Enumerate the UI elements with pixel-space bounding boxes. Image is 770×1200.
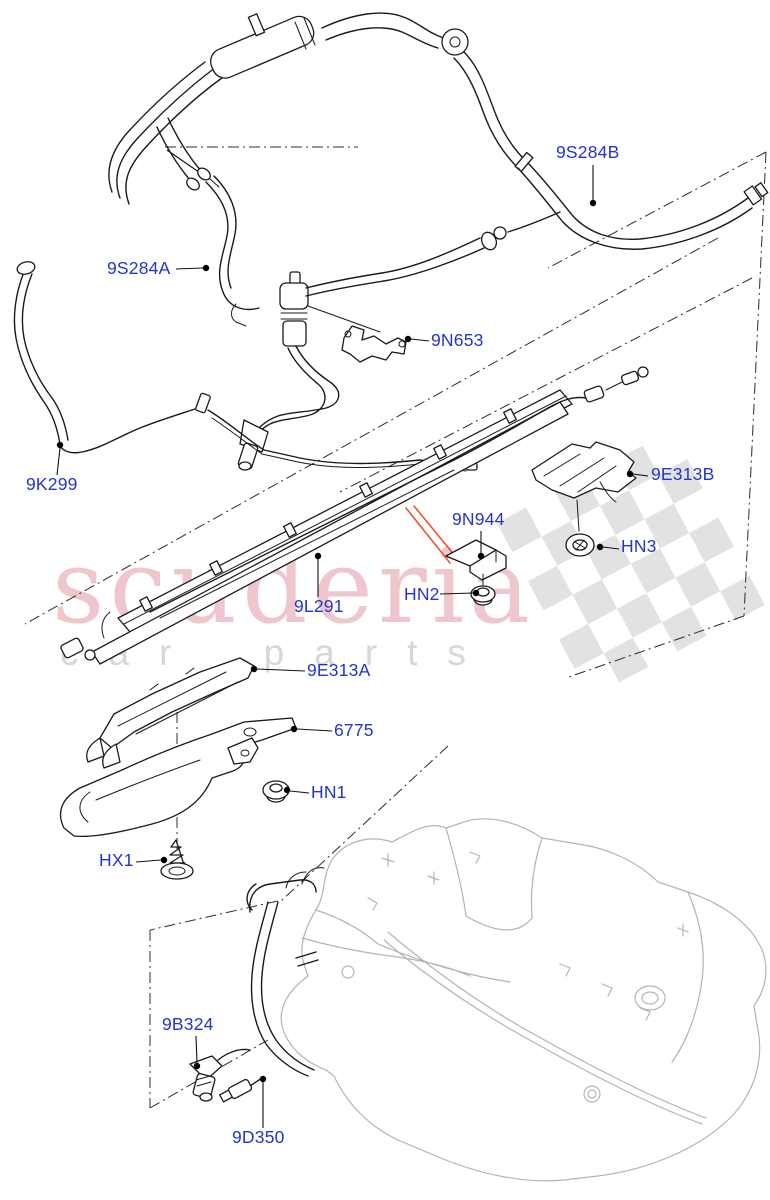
fuel-rail-9l291: [60, 366, 649, 665]
strap-6775: [59, 717, 297, 838]
nut-hn3: [565, 533, 595, 557]
part-label-9e313b: 9E313B: [651, 464, 715, 484]
leader-9e313b: [626, 470, 649, 478]
bracket-9n653: [341, 325, 407, 363]
part-label-9e313a: 9E313A: [307, 660, 371, 680]
pipe-9k299: [13, 261, 478, 472]
part-label-9k299: 9K299: [26, 474, 78, 494]
part-label-9n653: 9N653: [431, 330, 484, 350]
fuel-lines-9s284b: [108, 12, 769, 250]
leader-9b324: [193, 1035, 201, 1070]
leader-9s284a: [175, 264, 210, 272]
clip-hx1: [160, 839, 194, 880]
part-label-hn1: HN1: [311, 782, 347, 802]
part-label-hn2: HN2: [404, 584, 440, 604]
filler-pipe-assembly: [189, 867, 325, 1103]
leader-9e313a: [250, 665, 306, 673]
leader-hn1: [283, 786, 310, 794]
leader-6775: [290, 725, 333, 733]
part-label-9n944: 9N944: [452, 509, 505, 529]
part-label-9b324: 9B324: [162, 1014, 214, 1034]
fuel-tank-outline: [280, 818, 767, 1182]
red-highlight-lines: [405, 505, 457, 564]
leader-hx1: [135, 856, 168, 864]
part-label-9s284b: 9S284B: [556, 142, 620, 162]
leader-9l291: [314, 552, 322, 597]
leader-9k299: [56, 441, 64, 476]
construction-lines: [24, 146, 767, 1109]
fuel-lines-9s284a: [205, 175, 498, 471]
bracket-9n944: [445, 539, 507, 587]
part-label-6775: 6775: [334, 720, 374, 740]
part-label-hn3: HN3: [621, 536, 657, 556]
shield-9e313b: [531, 441, 637, 532]
leader-lines: [56, 165, 649, 1128]
leader-hn2: [439, 589, 480, 597]
deflector-9e313a: [86, 657, 255, 769]
leader-9n944: [477, 531, 485, 560]
leader-9n653: [404, 335, 430, 343]
leader-9s284b: [589, 165, 597, 207]
part-label-9l291: 9L291: [294, 596, 344, 616]
leader-hn3: [596, 543, 620, 551]
part-label-hx1: HX1: [99, 850, 134, 870]
part-label-9d350: 9D350: [232, 1127, 285, 1147]
leader-9d350: [259, 1075, 267, 1128]
part-label-9s284a: 9S284A: [107, 258, 171, 278]
